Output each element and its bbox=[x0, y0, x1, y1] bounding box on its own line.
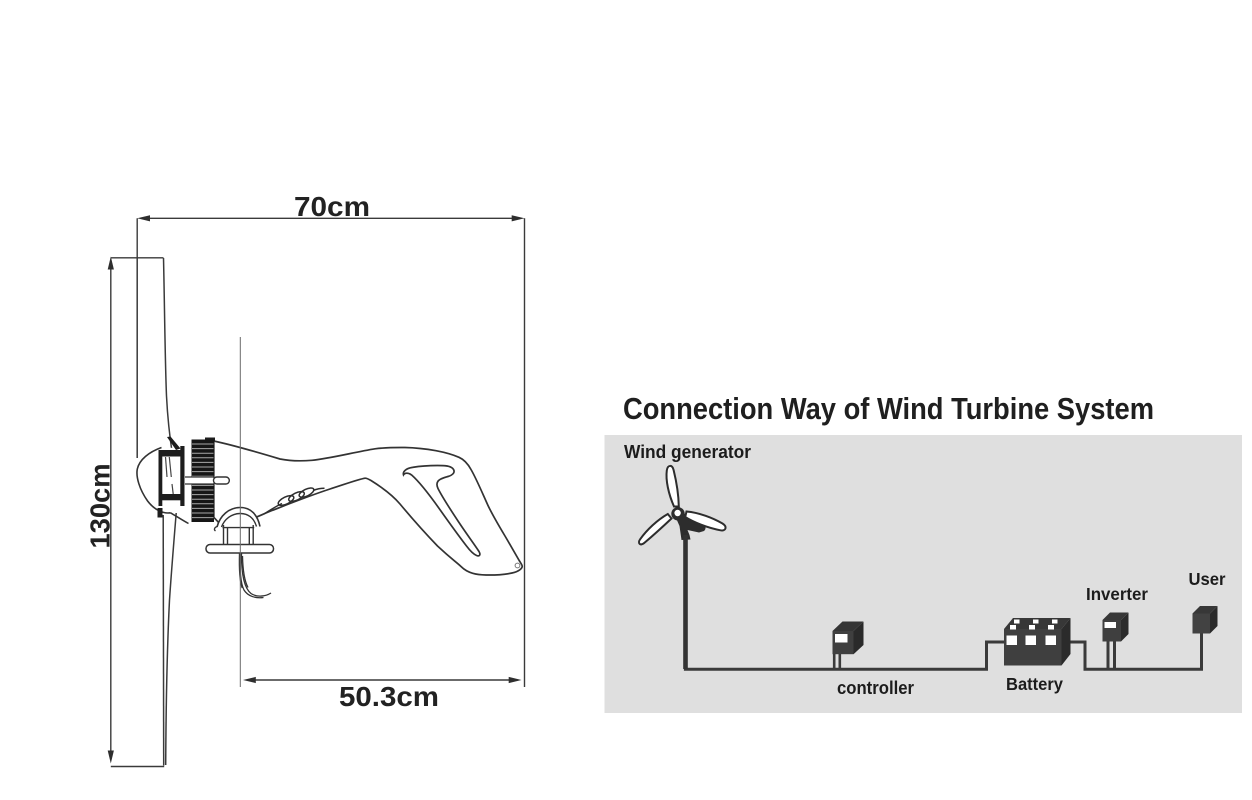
svg-text:User: User bbox=[1189, 569, 1226, 589]
svg-text:Wind generator: Wind generator bbox=[624, 442, 751, 462]
svg-text:controller: controller bbox=[837, 678, 914, 698]
svg-text:Connection Way of Wind Turbine: Connection Way of Wind Turbine System bbox=[623, 391, 1154, 426]
svg-text:70cm: 70cm bbox=[294, 191, 370, 222]
svg-text:130cm: 130cm bbox=[85, 464, 116, 549]
svg-text:Inverter: Inverter bbox=[1086, 584, 1148, 604]
svg-text:Battery: Battery bbox=[1006, 674, 1063, 694]
svg-text:50.3cm: 50.3cm bbox=[339, 681, 439, 712]
